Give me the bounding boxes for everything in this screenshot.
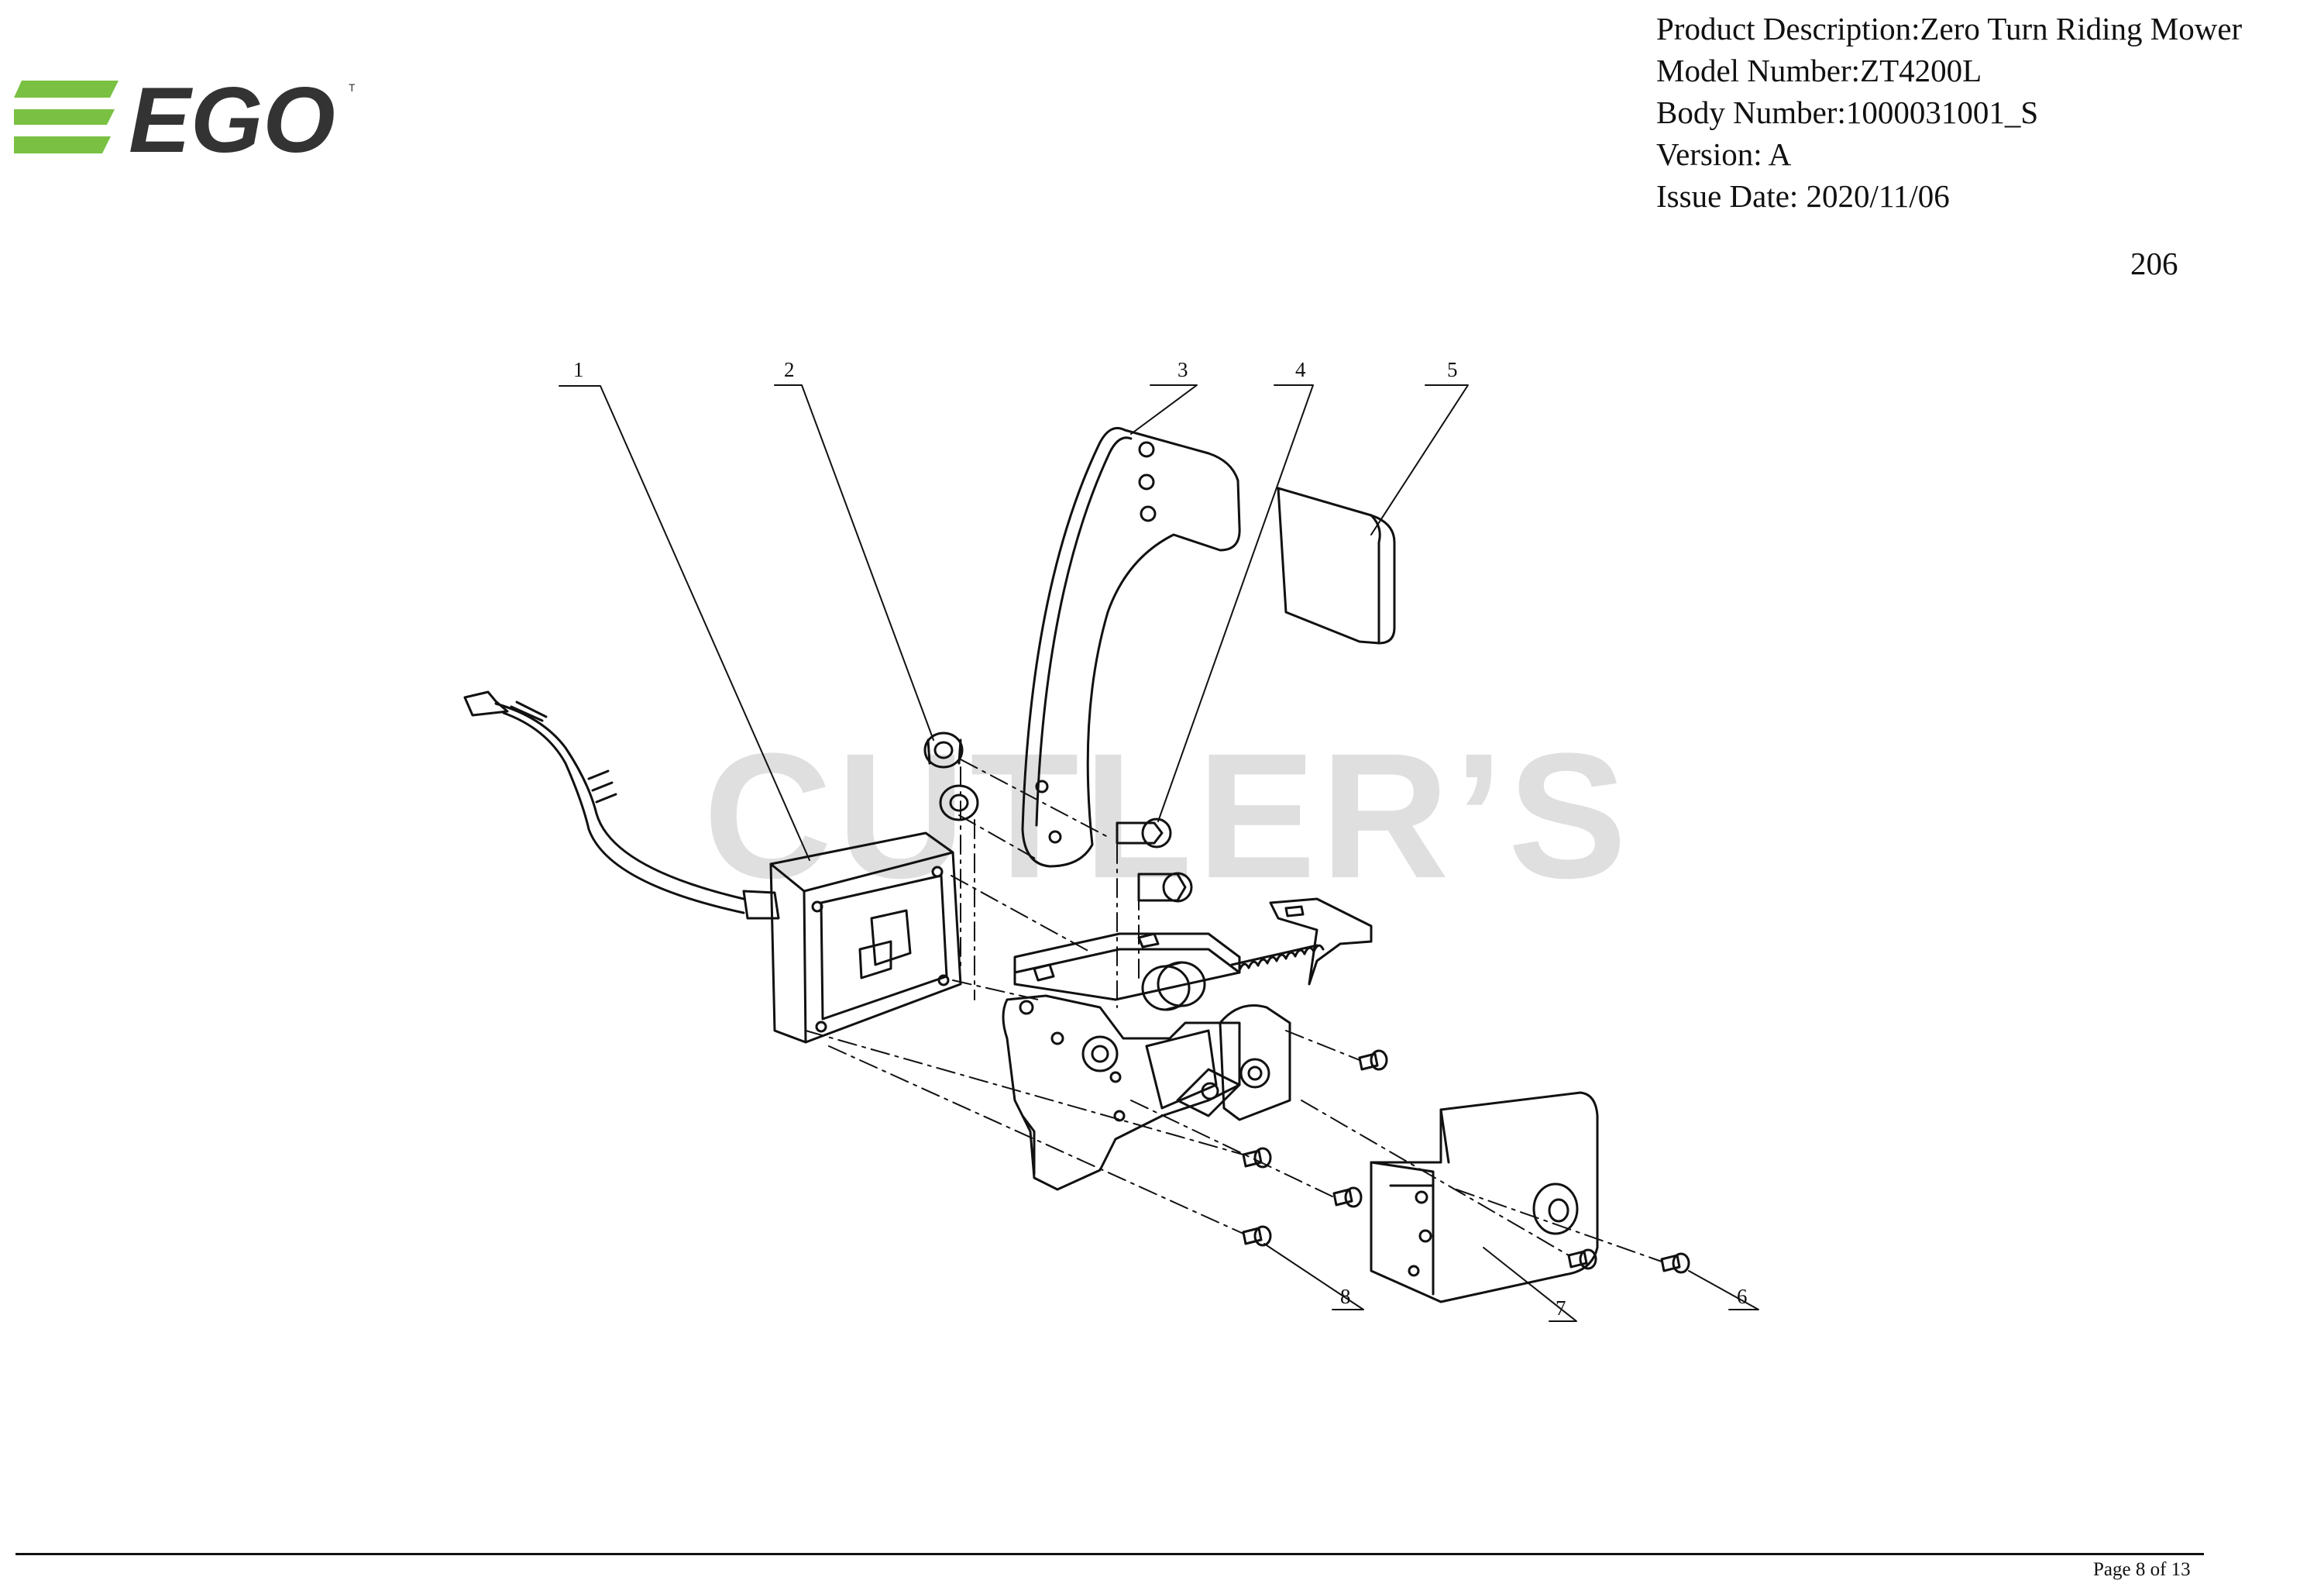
callout-2: 2 [784, 358, 795, 381]
callout-labels: 1 2 3 4 5 6 7 8 [573, 358, 1748, 1320]
return-spring [1230, 897, 1373, 986]
callout-8: 8 [1340, 1285, 1351, 1308]
callout-4: 4 [1295, 358, 1306, 381]
issue-date: Issue Date: 2020/11/06 [1656, 178, 1950, 214]
callout-5: 5 [1447, 358, 1458, 381]
body-number: Body Number:1000031001_S [1656, 95, 2039, 130]
callout-3: 3 [1177, 358, 1188, 381]
control-cable [463, 690, 780, 920]
leader-lines [559, 384, 1759, 1322]
screw [1567, 1248, 1597, 1270]
ego-logo: EGO TM [14, 74, 355, 160]
pedal-pad [1277, 487, 1396, 645]
callout-6: 6 [1737, 1285, 1748, 1308]
logo-text: EGO [129, 74, 335, 160]
screw [1660, 1252, 1690, 1274]
switch-housing [769, 831, 962, 1044]
footer-rule [15, 1553, 2204, 1555]
logo-trademark: TM [349, 81, 355, 94]
screw [1332, 1186, 1363, 1208]
model-number: Model Number:ZT4200L [1656, 53, 1982, 88]
switch-cover [1370, 1091, 1599, 1303]
screw [1358, 1049, 1388, 1071]
screws [1242, 1049, 1690, 1274]
page-count: Page 8 of 13 [2093, 1559, 2191, 1580]
callout-7: 7 [1556, 1296, 1566, 1320]
version: Version: A [1656, 136, 1792, 172]
pedal-bolts [1116, 818, 1193, 903]
bushings [923, 732, 979, 821]
assembly-lines [805, 759, 1662, 1262]
product-description: Product Description:Zero Turn Riding Mow… [1656, 11, 2243, 46]
pedal-bracket [1002, 932, 1291, 1191]
callout-1: 1 [573, 358, 584, 381]
sheet-number: 206 [2130, 246, 2178, 281]
screw [1242, 1225, 1272, 1247]
document-header: Product Description:Zero Turn Riding Mow… [1656, 8, 2242, 217]
pedal-arm [1021, 427, 1241, 868]
logo-e-bars [14, 81, 119, 153]
